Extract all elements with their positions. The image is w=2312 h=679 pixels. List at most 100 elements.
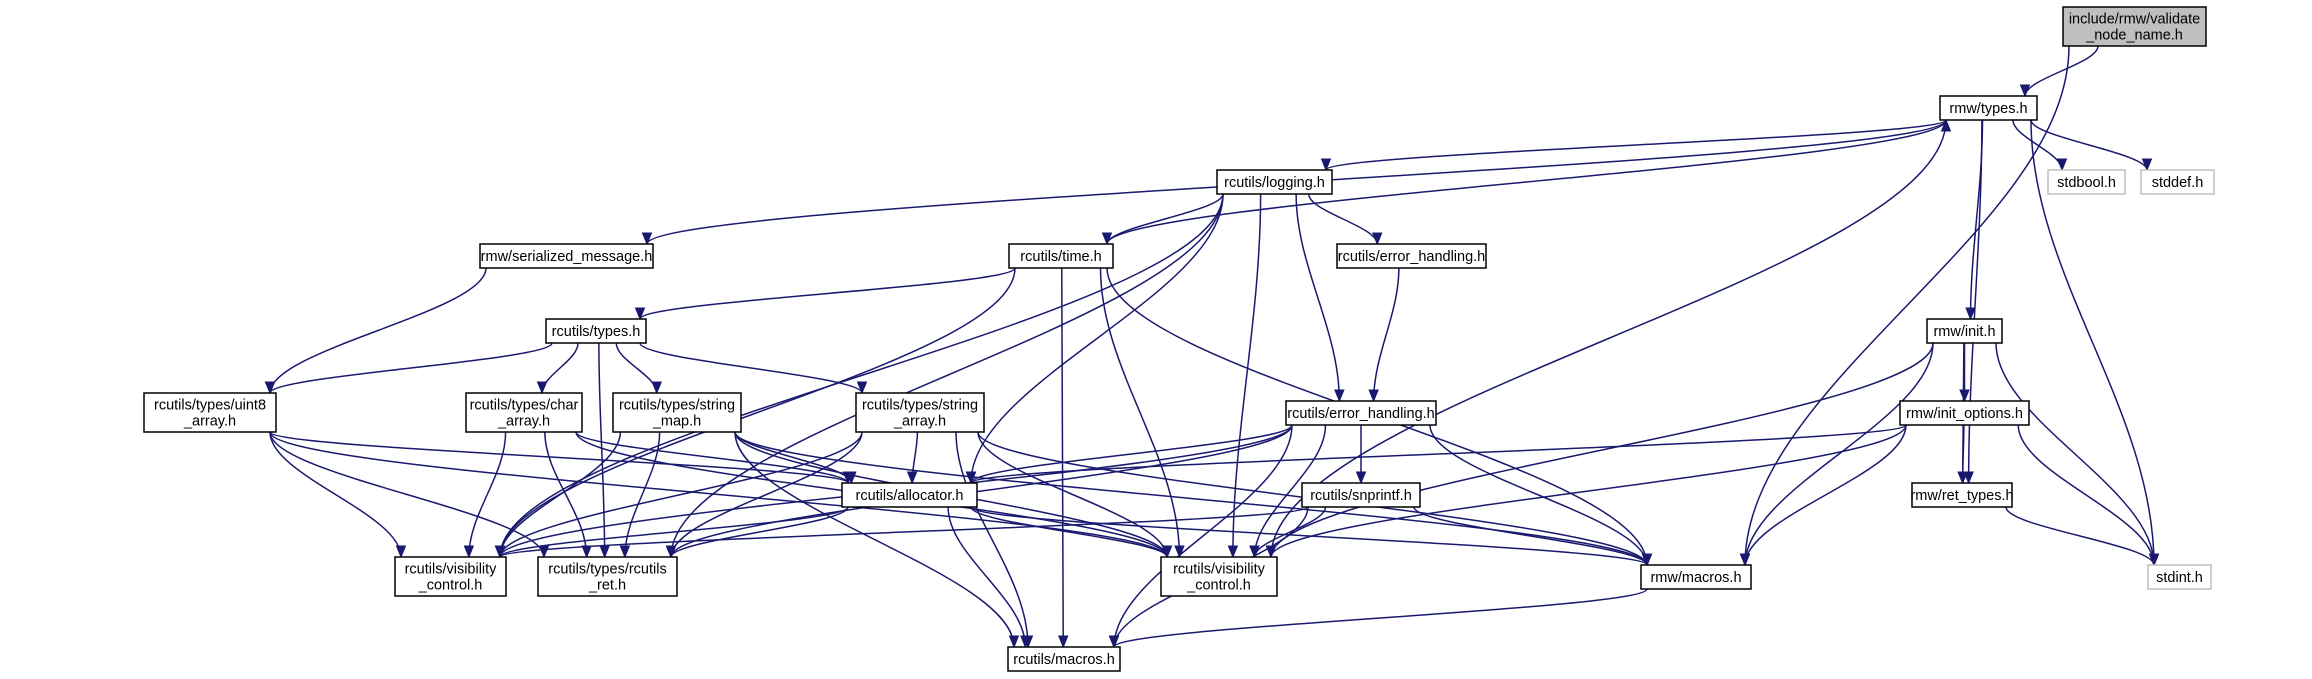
node-label: rmw/macros.h bbox=[1650, 570, 1741, 586]
node-box bbox=[612, 392, 742, 433]
node-rcutils-types[interactable]: rcutils/types.h bbox=[545, 318, 647, 344]
edge-line bbox=[1270, 424, 1907, 558]
edge-rmw_init_options-to-rmw_ret_types bbox=[1957, 424, 1968, 485]
node-rmw-serialized[interactable]: rmw/serialized_message.h bbox=[479, 243, 654, 269]
edge-line bbox=[541, 342, 579, 394]
edge-rcutils_types-to-string_map bbox=[615, 342, 662, 395]
edge-line bbox=[1113, 424, 1293, 648]
edge-line bbox=[1429, 424, 1648, 566]
arrow-head-icon bbox=[536, 381, 548, 395]
edge-rcutils_logging-to-rcutils_error_handling_a bbox=[1308, 193, 1383, 246]
node-box bbox=[1160, 556, 1278, 597]
node-box bbox=[479, 243, 654, 269]
arrow-head-icon bbox=[1368, 389, 1379, 403]
node-rmw-ret-types[interactable]: rmw/ret_types.h bbox=[1910, 482, 2014, 508]
edge-char_array-to-rcutils_ret bbox=[544, 431, 592, 559]
node-rcutils-time[interactable]: rcutils/time.h bbox=[1008, 243, 1114, 269]
node-char-array[interactable]: rcutils/types/char_array.h bbox=[465, 392, 583, 433]
edge-rcutils_types-to-string_array bbox=[639, 342, 868, 395]
edge-line bbox=[734, 431, 1015, 648]
edge-line bbox=[1744, 424, 1907, 566]
node-box bbox=[1939, 95, 2038, 121]
edge-rcutils_error_handling_b-to-snprintf bbox=[1355, 425, 1367, 485]
edge-line bbox=[1106, 119, 1947, 245]
edge-line bbox=[970, 193, 1224, 484]
edge-line bbox=[2030, 119, 2155, 566]
edge-line bbox=[1372, 267, 1400, 402]
node-label: rcutils/types/rcutils bbox=[548, 562, 666, 578]
arrow-head-icon bbox=[494, 545, 506, 559]
node-box bbox=[855, 392, 985, 433]
edge-rcutils_types-to-uint8 bbox=[264, 342, 553, 395]
node-snprintf[interactable]: rcutils/snprintf.h bbox=[1301, 482, 1421, 508]
edge-line bbox=[734, 431, 1648, 566]
edge-line bbox=[269, 431, 849, 484]
node-allocator[interactable]: rcutils/allocator.h bbox=[841, 482, 978, 508]
node-label: rmw/types.h bbox=[1949, 101, 2027, 117]
edge-string_array-to-vis_a bbox=[494, 431, 863, 559]
arrow-head-icon bbox=[1174, 545, 1185, 559]
node-label: rcutils/logging.h bbox=[1224, 175, 1325, 191]
edge-rcutils_time-to-vis_b bbox=[1099, 267, 1185, 559]
arrow-head-icon bbox=[395, 545, 407, 559]
node-label: rcutils/macros.h bbox=[1013, 652, 1115, 668]
node-box bbox=[1336, 243, 1487, 269]
edge-line bbox=[639, 342, 863, 394]
node-rcutils-error-handling-a[interactable]: rcutils/error_handling.h bbox=[1336, 243, 1487, 269]
edge-rmw_init-to-vis_b bbox=[1265, 342, 1934, 559]
edge-allocator-to-rcutils_ret bbox=[665, 506, 849, 559]
node-string-map[interactable]: rcutils/types/string_map.h bbox=[612, 392, 742, 433]
node-label: rmw/serialized_message.h bbox=[481, 249, 653, 265]
node-root[interactable]: include/rmw/validate_node_name.h bbox=[2062, 6, 2207, 47]
edge-root-to-rmw_types bbox=[2019, 45, 2099, 98]
arrow-head-icon bbox=[651, 381, 662, 395]
arrow-head-icon bbox=[634, 307, 646, 321]
node-rmw-types[interactable]: rmw/types.h bbox=[1939, 95, 2038, 121]
node-label: _ret.h bbox=[588, 578, 626, 594]
node-label: _control.h bbox=[1186, 578, 1251, 594]
node-rcutils-logging[interactable]: rcutils/logging.h bbox=[1216, 169, 1333, 195]
node-rmw-init-options[interactable]: rmw/init_options.h bbox=[1899, 400, 2030, 426]
node-label: rcutils/types/uint8 bbox=[154, 398, 266, 414]
edge-rmw_init-to-stdint bbox=[1995, 342, 2160, 567]
node-label: _map.h bbox=[652, 414, 701, 430]
node-rcutils-ret[interactable]: rcutils/types/rcutils_ret.h bbox=[537, 556, 678, 597]
node-box bbox=[2140, 169, 2215, 195]
edge-line bbox=[970, 506, 1648, 566]
node-rmw-macros[interactable]: rmw/macros.h bbox=[1640, 564, 1752, 590]
edge-line bbox=[499, 431, 622, 558]
node-box bbox=[465, 392, 583, 433]
node-label: rcutils/snprintf.h bbox=[1310, 488, 1412, 504]
edge-snprintf-to-rmw_macros bbox=[1413, 506, 1653, 567]
node-label: rcutils/error_handling.h bbox=[1287, 406, 1435, 422]
node-rcutils-error-handling-b[interactable]: rcutils/error_handling.h bbox=[1285, 400, 1437, 426]
node-rcutils-macros[interactable]: rcutils/macros.h bbox=[1007, 646, 1121, 672]
arrow-head-icon bbox=[2019, 84, 2031, 98]
arrow-head-icon bbox=[2056, 158, 2068, 172]
edge-line bbox=[269, 267, 487, 394]
arrow-head-icon bbox=[1965, 307, 1976, 321]
node-vis-b[interactable]: rcutils/visibility_control.h bbox=[1160, 556, 1278, 597]
edge-line bbox=[1744, 342, 1934, 566]
edge-char_array-to-vis_a bbox=[463, 431, 507, 559]
node-rmw-init[interactable]: rmw/init.h bbox=[1926, 318, 2003, 344]
arrow-head-icon bbox=[538, 545, 550, 559]
arrow-head-icon bbox=[1372, 232, 1383, 246]
node-vis-a[interactable]: rcutils/visibility_control.h bbox=[394, 556, 507, 597]
edge-rmw_init_options-to-vis_b bbox=[1265, 424, 1907, 559]
node-label: stddef.h bbox=[2152, 175, 2204, 191]
edge-rcutils_logging-to-vis_b bbox=[1227, 193, 1262, 559]
edge-line bbox=[624, 431, 661, 558]
node-label: rmw/init_options.h bbox=[1906, 406, 2023, 422]
edge-rmw_types-to-stdbool bbox=[2012, 119, 2068, 172]
edge-allocator-to-vis_b bbox=[970, 506, 1173, 559]
node-box bbox=[2147, 564, 2212, 590]
node-box bbox=[2047, 169, 2126, 195]
node-label: rcutils/types/char bbox=[470, 398, 579, 414]
edge-line bbox=[1113, 588, 1648, 648]
edge-string_map-to-rcutils_ret bbox=[619, 431, 661, 559]
edge-line bbox=[970, 424, 1907, 484]
arrow-head-icon bbox=[665, 545, 677, 559]
node-string-array[interactable]: rcutils/types/string_array.h bbox=[855, 392, 985, 433]
node-uint8[interactable]: rcutils/types/uint8_array.h bbox=[143, 392, 277, 433]
